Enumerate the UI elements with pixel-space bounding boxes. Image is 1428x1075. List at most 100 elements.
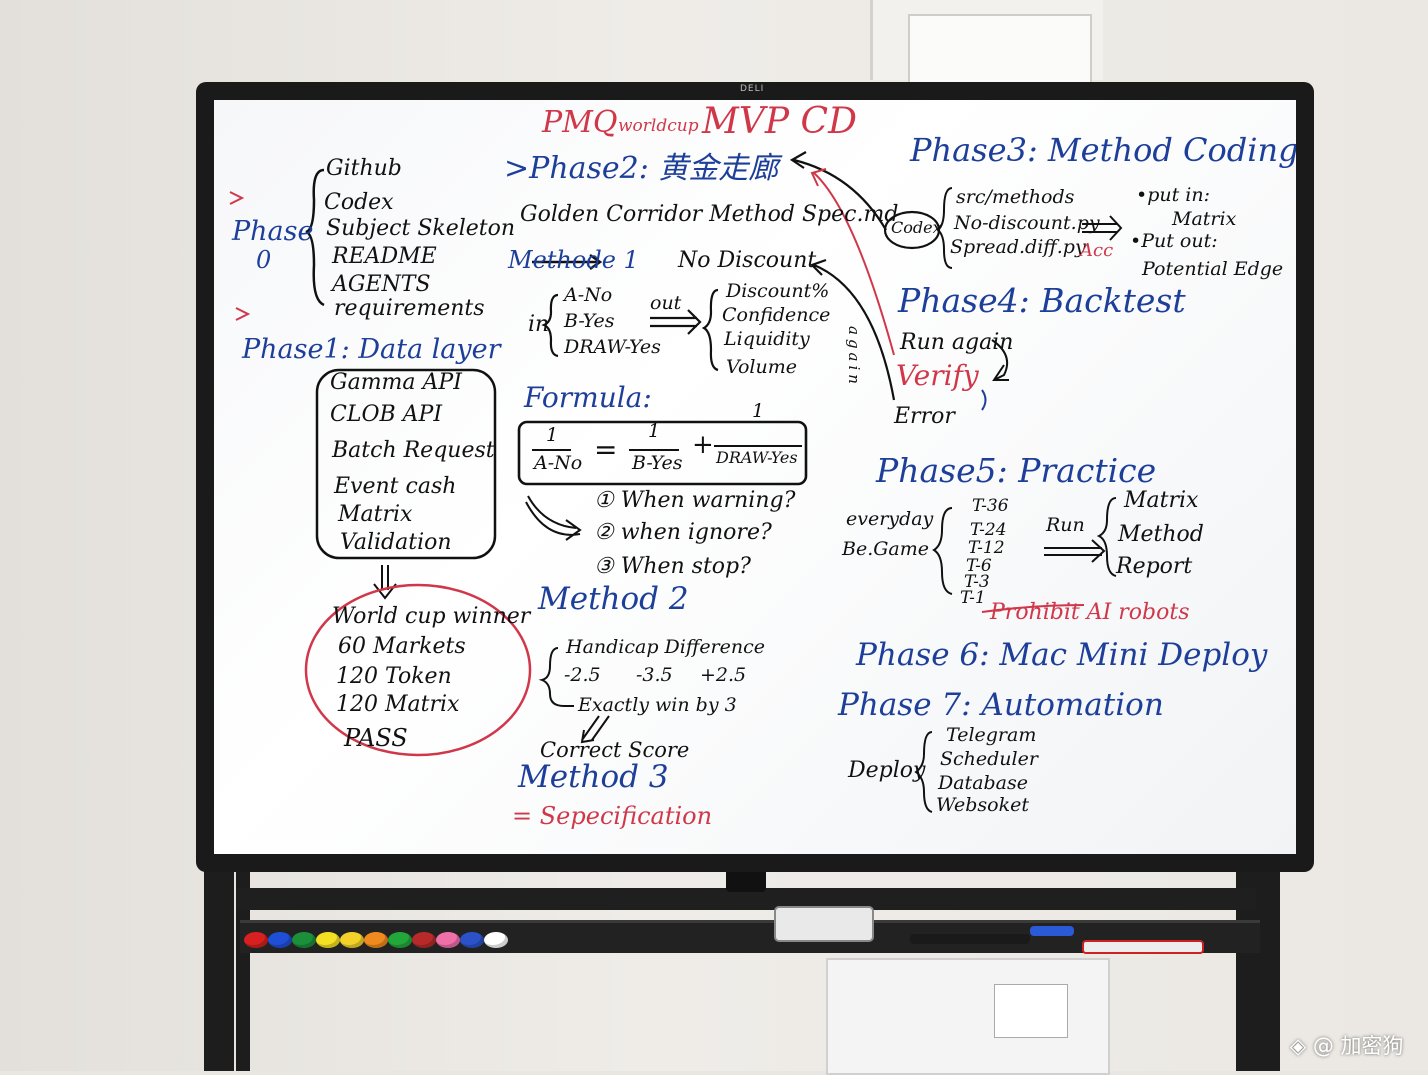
phase3-file: Spread.diff.py [950, 236, 1086, 258]
deploy-item: Database [938, 772, 1029, 794]
phase3-file: No-discount.py [954, 212, 1100, 234]
phase0-number: 0 [256, 246, 272, 274]
input-item: A-No [564, 284, 613, 306]
method1-label: Methode 1 [508, 246, 639, 274]
time-item: T-36 [972, 496, 1009, 516]
handicap-value: +2.5 [700, 664, 747, 686]
magnet [292, 932, 316, 948]
run-label: Run [1046, 514, 1085, 536]
phase0-item: README [332, 244, 437, 269]
magnet [388, 932, 412, 948]
formula-term: + [692, 430, 714, 460]
handicap-value: -2.5 [564, 664, 601, 686]
board-title-post: MVP CD [702, 101, 857, 142]
formula-term: = [594, 433, 618, 466]
phase1-label: Phase1: Data layer [242, 334, 501, 365]
phase1-result: 120 Token [336, 664, 452, 689]
magnet [340, 932, 364, 948]
door-panel [908, 14, 1092, 82]
formula-label: Formula: [524, 381, 652, 414]
phase0-item: requirements [334, 296, 485, 321]
specification-label: = Sepecification [512, 802, 713, 830]
phase1-item: Gamma API [330, 370, 462, 395]
magnet [244, 932, 268, 948]
magnet [484, 932, 508, 948]
deploy-item: Telegram [946, 724, 1037, 746]
output-item: Volume [726, 356, 797, 378]
acc-label: Acc [1080, 240, 1114, 261]
phase0-item: Github [326, 156, 402, 181]
phase0-item: Subject Skeleton [326, 216, 516, 241]
input-item: B-Yes [564, 310, 615, 332]
formula-term: 1 [752, 400, 765, 422]
phase5-label: Phase5: Practice [876, 451, 1157, 490]
phase4-label: Phase4: Backtest [898, 281, 1186, 320]
time-item: T-12 [968, 538, 1005, 558]
marker-red [1082, 940, 1204, 954]
marker-blue [1030, 926, 1074, 936]
board-title-small: worldcup [618, 116, 699, 136]
put-out-label: •Put out: [1130, 230, 1218, 252]
marker-black [910, 934, 1030, 944]
out-label: out [650, 292, 682, 314]
again-label: again [845, 326, 863, 388]
put-in-value: Matrix [1172, 208, 1237, 230]
output-item: Liquidity [724, 328, 810, 350]
magnet [268, 932, 292, 948]
time-item: T-6 [966, 556, 992, 576]
door [870, 0, 1103, 82]
formula-term: 1 [546, 424, 559, 446]
formula-term: DRAW-Yes [716, 448, 798, 467]
stand-crossbar [236, 888, 1256, 910]
input-item: DRAW-Yes [564, 336, 661, 358]
deploy-item: Scheduler [940, 748, 1038, 770]
phase7-label: Phase 7: Automation [838, 687, 1164, 723]
whiteboard-eraser [774, 906, 874, 942]
formula-term: B-Yes [632, 452, 683, 474]
question-item: ③ When stop? [594, 554, 751, 579]
output-item: Confidence [722, 304, 831, 326]
run-again: Run again [900, 330, 1014, 355]
verify-label: Verify [896, 359, 979, 392]
handicap-value: -3.5 [636, 664, 673, 686]
handicap-label: Handicap Difference [566, 636, 766, 658]
phase1-item: Event cash [334, 474, 457, 499]
prohibit-label: Prohibit AI robots [990, 600, 1190, 625]
phase1-result: 60 Markets [338, 634, 466, 659]
board-title-pre: PMQ [542, 105, 618, 140]
formula-term: A-No [534, 452, 583, 474]
method2-label: Method 2 [538, 581, 689, 617]
correct-score: Correct Score [540, 738, 690, 762]
phase3-file: src/methods [956, 186, 1075, 208]
game-label: Be.Game [842, 538, 930, 560]
phase1-item: Batch Request [332, 438, 495, 463]
phase2-label: >Phase2: 黄金走廊 [504, 151, 779, 186]
method3-label: Method 3 [518, 759, 669, 795]
stand-foot-left [236, 860, 250, 1071]
error-label: Error [894, 404, 955, 429]
time-item: T-24 [970, 520, 1007, 540]
watermark: ◈ @ 加密狗 [1290, 1034, 1404, 1058]
deploy-label: Deploy [848, 758, 926, 783]
deploy-item: Websoket [936, 794, 1029, 816]
phase2-spec: Golden Corridor Method Spec.md [520, 202, 899, 227]
phase5-output: Matrix [1124, 488, 1199, 513]
in-label: in [528, 312, 550, 337]
magnet [412, 932, 436, 948]
stand-foot-right [1236, 860, 1250, 1071]
printer-label [994, 984, 1068, 1038]
exact-score: Exactly win by 3 [578, 694, 737, 716]
magnet [316, 932, 340, 948]
time-item: T-1 [960, 588, 986, 608]
magnet [460, 932, 484, 948]
phase1-result: 120 Matrix [336, 692, 460, 717]
phase1-result: World cup winner [332, 604, 531, 629]
method1-arrow-target: No Discount [678, 248, 817, 273]
phase1-item: CLOB API [330, 402, 443, 427]
put-in-label: •put in: [1136, 184, 1210, 206]
time-item: T-3 [964, 572, 990, 592]
codex-circle-label: Codex [891, 218, 942, 237]
question-item: ② when ignore? [594, 520, 772, 545]
formula-term: 1 [648, 420, 661, 442]
board-mount [726, 868, 766, 892]
